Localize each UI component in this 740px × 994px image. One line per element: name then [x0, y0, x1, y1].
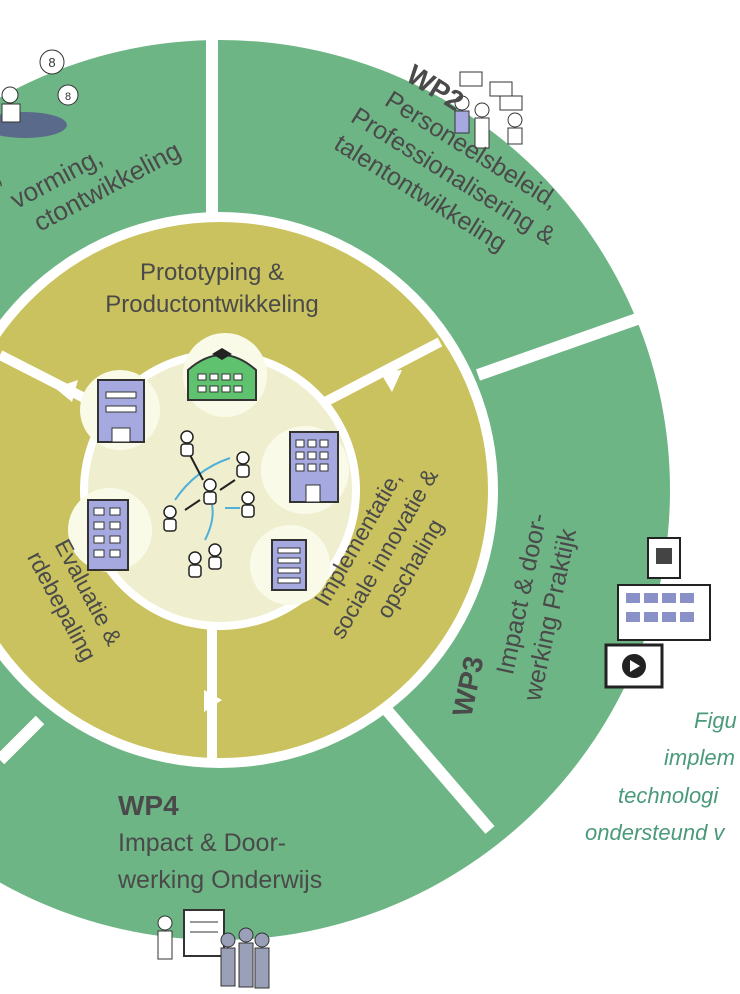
- building-icon: [271, 539, 307, 591]
- svg-text:8: 8: [48, 55, 55, 70]
- video-play-icon: [604, 643, 664, 689]
- divider-arrows: [55, 370, 402, 712]
- dashboard-icon: [617, 537, 711, 641]
- building-icon: [97, 379, 145, 443]
- figure-caption-line1: Figu: [694, 708, 737, 733]
- people-meeting-icon: [454, 71, 523, 149]
- svg-text:8: 8: [65, 91, 71, 103]
- building-icon: [87, 499, 129, 571]
- people-meeting-icon: 8 8: [0, 49, 79, 138]
- wp4-line1: Impact & Door-: [118, 829, 286, 857]
- figure-caption-line3: technologi: [618, 783, 719, 808]
- school-icon: [187, 348, 257, 401]
- inner-top-line1: Prototyping &: [140, 259, 284, 286]
- wp4-line2: werking Onderwijs: [117, 866, 322, 894]
- person-icon: [163, 430, 255, 578]
- figure-caption-line4: ondersteund v: [585, 820, 725, 845]
- presentation-icon: [157, 909, 270, 989]
- people-network: [163, 430, 255, 578]
- figure-caption-line2: implem: [664, 745, 735, 770]
- building-icon: [289, 431, 339, 503]
- inner-top-line2: Productontwikkeling: [105, 291, 318, 318]
- wp4-code: WP4: [118, 790, 179, 821]
- outer-dividers: [0, 40, 642, 834]
